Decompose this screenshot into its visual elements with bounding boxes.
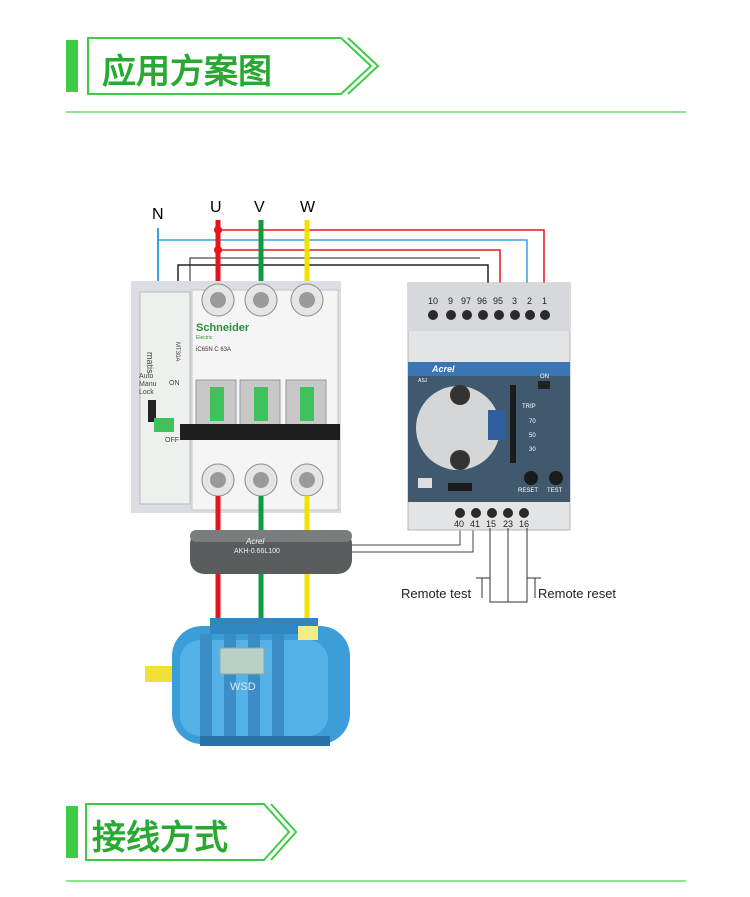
accent-bar: [66, 806, 78, 858]
remote-test-label: Remote test: [401, 586, 471, 601]
phase-label-n: N: [152, 206, 164, 223]
divider: [66, 111, 686, 113]
breaker-brand: Schneider: [196, 322, 250, 334]
svg-text:10: 10: [428, 296, 438, 306]
phase-label-w: W: [300, 199, 316, 216]
remote-wiring: [476, 528, 541, 603]
phase-label-u: U: [210, 199, 222, 216]
aux-model: MT30A: [174, 342, 180, 361]
divider: [66, 880, 686, 882]
accent-bar: [66, 40, 78, 92]
svg-text:41: 41: [470, 519, 480, 529]
relay-brand: Acrel: [431, 364, 455, 374]
section-title: 接线方式: [92, 818, 228, 858]
svg-text:97: 97: [461, 296, 471, 306]
aux-brand: matis: [145, 352, 155, 374]
svg-text:15: 15: [486, 519, 496, 529]
top-terminal-screws: [428, 310, 550, 320]
scale-labels: 70 50 30: [529, 419, 536, 453]
aux-mode-manu: Manu: [139, 381, 157, 388]
arrow-frame-icon: [85, 803, 298, 861]
svg-text:30: 30: [529, 447, 536, 453]
top-terminal-labels: 10 9 97 96 95 3 2 1: [428, 296, 547, 306]
svg-text:40: 40: [454, 519, 464, 529]
svg-text:70: 70: [529, 419, 536, 425]
reset-button[interactable]: [524, 471, 538, 485]
aux-mode-auto: Auto: [139, 373, 154, 380]
relay-model: ASJ: [418, 378, 428, 384]
supply-wires: [157, 228, 545, 290]
breaker-brand-sub: Electric: [196, 335, 213, 341]
remote-reset-label: Remote reset: [538, 586, 616, 601]
test-label: TEST: [547, 488, 563, 494]
motor-brand: WSD: [230, 681, 256, 693]
ct-signal-wires: [352, 526, 474, 553]
residual-current-relay: 10 9 97 96 95 3 2 1 Acrel ASJ ON A B C D: [407, 282, 571, 531]
aux-on-label: ON: [169, 380, 180, 387]
junction-dot: [214, 226, 222, 234]
section-title: 应用方案图: [102, 52, 272, 92]
aux-off-label: OFF: [165, 437, 179, 444]
svg-text:3: 3: [512, 296, 517, 306]
relay-on-label: ON: [540, 374, 549, 380]
current-transformer: Acrel AKH-0.66L100: [190, 530, 352, 574]
svg-text:50: 50: [529, 433, 536, 439]
electric-motor: WSD: [145, 618, 350, 746]
svg-text:9: 9: [448, 296, 453, 306]
bottom-terminal-screws: [455, 508, 529, 518]
bottom-terminal-labels: 40 41 15 23 16: [454, 519, 529, 529]
svg-text:1: 1: [542, 296, 547, 306]
svg-text:2: 2: [527, 296, 532, 306]
test-button[interactable]: [549, 471, 563, 485]
arrow-frame-icon: [87, 37, 380, 95]
junction-dot: [214, 246, 222, 254]
ct-brand: Acrel: [245, 537, 264, 546]
breaker-model: iC65N C 63A: [196, 347, 231, 353]
aux-mode-lock: Lock: [139, 389, 154, 396]
svg-text:96: 96: [477, 296, 487, 306]
ct-model: AKH-0.66L100: [234, 548, 280, 555]
reset-label: RESET: [518, 488, 538, 494]
svg-text:23: 23: [503, 519, 513, 529]
svg-text:16: 16: [519, 519, 529, 529]
circuit-breaker: Schneider Electric iC65N C 63A matis MT3…: [131, 281, 341, 513]
trip-label: TRIP: [522, 404, 536, 410]
wiring-diagram: N U V W Schneider Electric iC65N C 63A: [131, 199, 616, 746]
svg-text:95: 95: [493, 296, 503, 306]
phase-label-v: V: [254, 199, 265, 216]
